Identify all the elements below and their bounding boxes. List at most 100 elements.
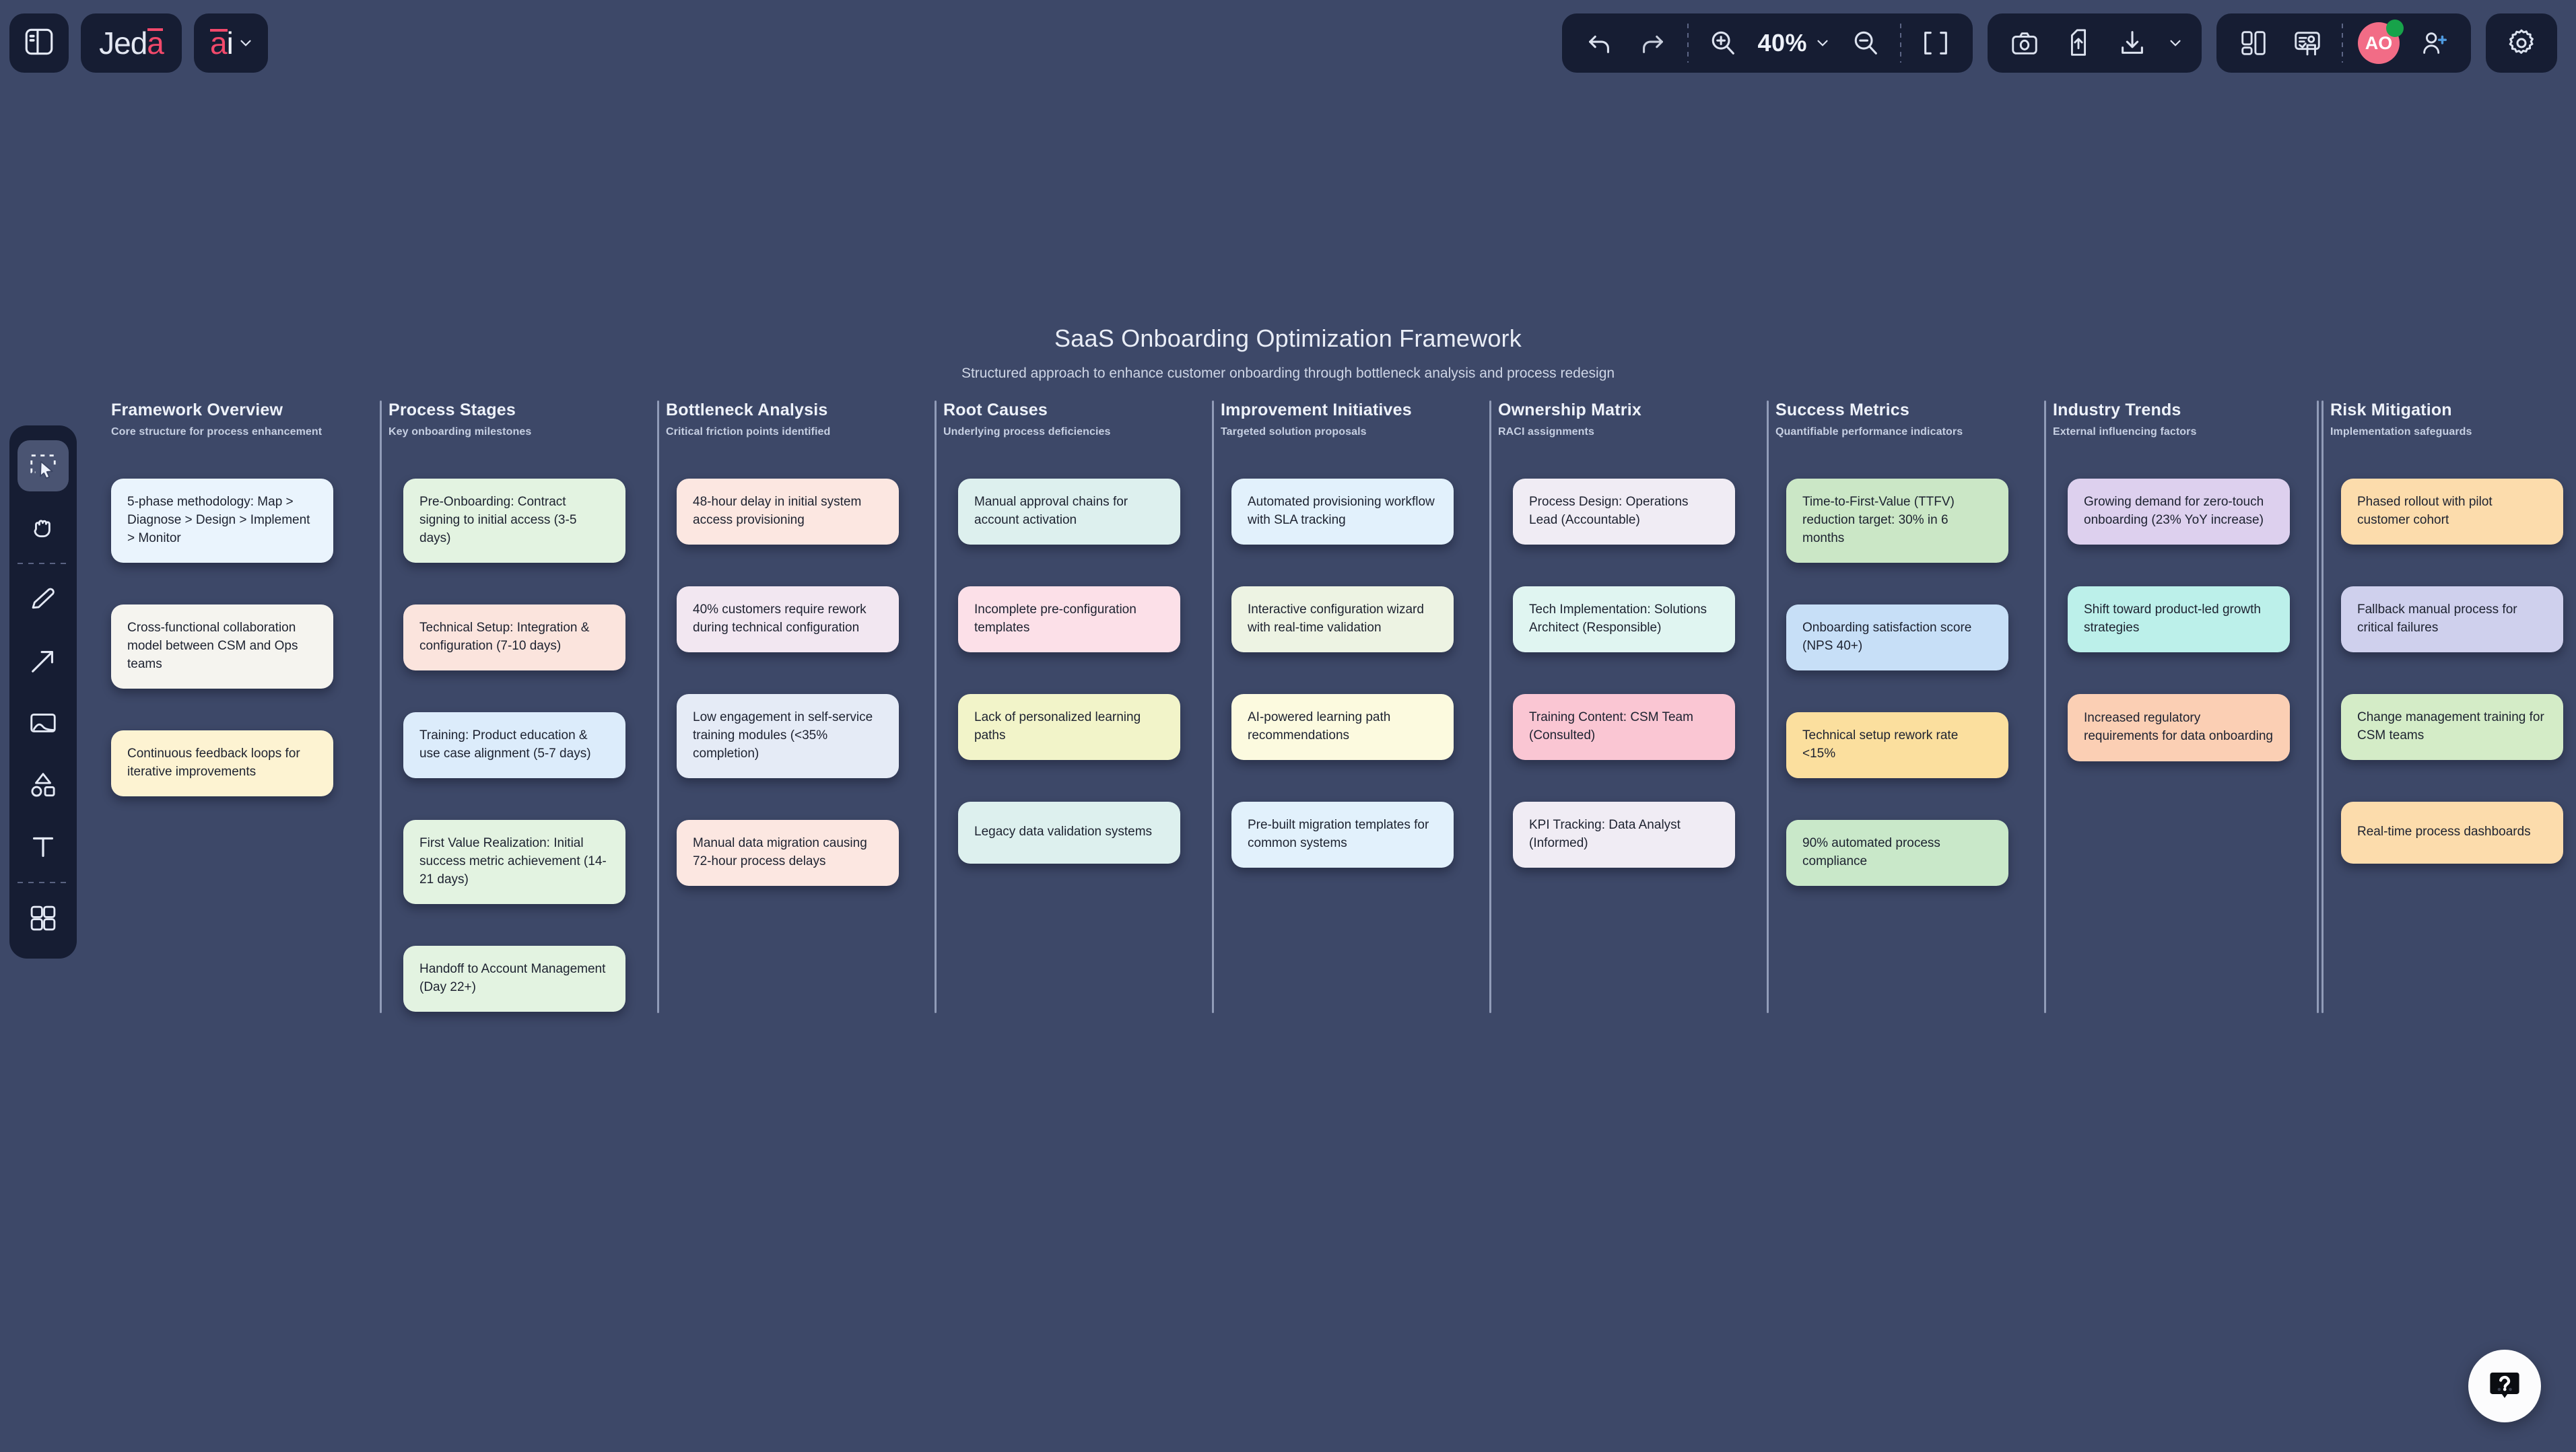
sticky-card[interactable]: Process Design: Operations Lead (Account… bbox=[1513, 479, 1735, 545]
sticky-card-text: Technical setup rework rate <15% bbox=[1802, 728, 1959, 761]
sticky-card[interactable]: AI-powered learning path recommendations bbox=[1231, 693, 1454, 760]
sticky-card[interactable]: Growing demand for zero-touch onboarding… bbox=[2068, 479, 2290, 545]
sticky-card[interactable]: 90% automated process compliance bbox=[1786, 819, 2008, 886]
sticky-card-text: Fallback manual process for critical fai… bbox=[2357, 602, 2517, 635]
text-tool[interactable] bbox=[18, 821, 69, 872]
sticky-card[interactable]: 48-hour delay in initial system access p… bbox=[677, 479, 899, 545]
sticky-card[interactable]: 40% customers require rework during tech… bbox=[677, 586, 899, 652]
sticky-card[interactable]: Real-time process dashboards bbox=[2341, 801, 2563, 864]
sticky-card[interactable]: Legacy data validation systems bbox=[958, 801, 1180, 864]
column-divider bbox=[2044, 401, 2046, 1013]
left-toolbar bbox=[9, 425, 77, 959]
upload-button[interactable] bbox=[2059, 24, 2098, 63]
sticky-card[interactable]: Tech Implementation: Solutions Architect… bbox=[1513, 586, 1735, 652]
sticky-card[interactable]: Time-to-First-Value (TTFV) reduction tar… bbox=[1786, 479, 2008, 563]
sticky-card-text: Manual data migration causing 72-hour pr… bbox=[693, 835, 867, 868]
sticky-card[interactable]: Change management training for CSM teams bbox=[2341, 693, 2563, 760]
undo-button[interactable] bbox=[1580, 24, 1619, 63]
column-subtitle: Underlying process deficiencies bbox=[943, 426, 1111, 438]
sticky-card[interactable]: Training Content: CSM Team (Consulted) bbox=[1513, 693, 1735, 760]
toggle-sidebar-button[interactable] bbox=[9, 13, 69, 73]
chevron-down-icon[interactable] bbox=[2167, 34, 2184, 52]
zoom-in-button[interactable] bbox=[1703, 24, 1742, 63]
sticky-card-text: Pre-Onboarding: Contract signing to init… bbox=[419, 495, 577, 545]
sticky-card[interactable]: Cross-functional collaboration model bet… bbox=[111, 604, 333, 689]
sticky-card[interactable]: Technical setup rework rate <15% bbox=[1786, 712, 2008, 778]
sticky-card[interactable]: Continuous feedback loops for iterative … bbox=[111, 730, 333, 796]
column-subtitle: Critical friction points identified bbox=[666, 426, 831, 438]
layout-button[interactable] bbox=[2234, 24, 2273, 63]
download-button[interactable] bbox=[2113, 24, 2152, 63]
sticky-card-text: Training: Product education & use case a… bbox=[419, 728, 591, 761]
sticky-card[interactable]: Low engagement in self-service training … bbox=[677, 693, 899, 778]
sticky-card-text: 40% customers require rework during tech… bbox=[693, 602, 867, 635]
sticky-card[interactable]: Technical Setup: Integration & configura… bbox=[403, 604, 625, 670]
shapes-tool[interactable] bbox=[18, 759, 69, 810]
column-subtitle: RACI assignments bbox=[1498, 426, 1594, 438]
select-tool[interactable] bbox=[18, 440, 69, 491]
settings-button[interactable] bbox=[2502, 24, 2541, 63]
fit-to-screen-button[interactable] bbox=[1916, 24, 1955, 63]
sticky-card[interactable]: Shift toward product-led growth strategi… bbox=[2068, 586, 2290, 652]
column-divider bbox=[1767, 401, 1769, 1013]
sticky-card[interactable]: Pre-built migration templates for common… bbox=[1231, 801, 1454, 868]
invite-user-button[interactable] bbox=[2414, 24, 2453, 63]
sticky-card-text: KPI Tracking: Data Analyst (Informed) bbox=[1529, 817, 1681, 850]
present-button[interactable] bbox=[2288, 24, 2327, 63]
logo-main: Jed bbox=[99, 26, 147, 61]
avatar[interactable]: AO bbox=[2358, 20, 2404, 64]
sticky-card[interactable]: First Value Realization: Initial success… bbox=[403, 819, 625, 904]
sticky-card[interactable]: Pre-Onboarding: Contract signing to init… bbox=[403, 479, 625, 563]
sticky-card[interactable]: Increased regulatory requirements for da… bbox=[2068, 693, 2290, 761]
toolbar-right-group: 40% bbox=[1562, 13, 2557, 73]
sticky-card-text: AI-powered learning path recommendations bbox=[1248, 710, 1391, 742]
sticky-card[interactable]: Fallback manual process for critical fai… bbox=[2341, 586, 2563, 652]
pencil-tool[interactable] bbox=[18, 574, 69, 625]
redo-button[interactable] bbox=[1633, 24, 1672, 63]
sticky-card[interactable]: Manual data migration causing 72-hour pr… bbox=[677, 819, 899, 886]
sticky-card[interactable]: 5-phase methodology: Map > Diagnose > De… bbox=[111, 479, 333, 563]
sticky-card[interactable]: Manual approval chains for account activ… bbox=[958, 479, 1180, 545]
sticky-card[interactable]: Automated provisioning workflow with SLA… bbox=[1231, 479, 1454, 545]
sticky-card-text: Tech Implementation: Solutions Architect… bbox=[1529, 602, 1707, 635]
sticky-card-text: Increased regulatory requirements for da… bbox=[2084, 710, 2273, 743]
sticky-card[interactable]: Training: Product education & use case a… bbox=[403, 712, 625, 778]
sticky-card[interactable]: Phased rollout with pilot customer cohor… bbox=[2341, 479, 2563, 545]
column-title: Process Stages bbox=[388, 401, 516, 419]
column-title: Improvement Initiatives bbox=[1221, 401, 1412, 419]
toolbar-separator bbox=[18, 563, 69, 564]
zoom-level-select[interactable]: 40% bbox=[1757, 29, 1831, 57]
arrow-tool[interactable] bbox=[18, 635, 69, 687]
sticky-card-text: Growing demand for zero-touch onboarding… bbox=[2084, 495, 2264, 527]
app-logo[interactable]: Jeda bbox=[81, 13, 182, 73]
image-tool[interactable] bbox=[18, 697, 69, 749]
sticky-card[interactable]: KPI Tracking: Data Analyst (Informed) bbox=[1513, 801, 1735, 868]
sticky-card-text: Cross-functional collaboration model bet… bbox=[127, 620, 298, 671]
sticky-card[interactable]: Incomplete pre-configuration templates bbox=[958, 586, 1180, 652]
zoom-out-button[interactable] bbox=[1846, 24, 1885, 63]
sticky-card-text: Onboarding satisfaction score (NPS 40+) bbox=[1802, 620, 1972, 653]
ai-label: ai bbox=[210, 25, 234, 61]
settings-group bbox=[2486, 13, 2557, 73]
templates-tool[interactable] bbox=[18, 893, 69, 944]
column-title: Risk Mitigation bbox=[2330, 401, 2452, 419]
column-divider bbox=[1489, 401, 1491, 1013]
column-cards: Automated provisioning workflow with SLA… bbox=[1214, 479, 1491, 868]
sticky-card[interactable]: Onboarding satisfaction score (NPS 40+) bbox=[1786, 604, 2008, 670]
snapshot-button[interactable] bbox=[2005, 24, 2044, 63]
history-zoom-group: 40% bbox=[1562, 13, 1973, 73]
ai-macron-icon bbox=[210, 29, 228, 32]
hand-tool[interactable] bbox=[18, 502, 69, 553]
help-button[interactable] bbox=[2468, 1350, 2541, 1422]
ai-menu-button[interactable]: ai bbox=[194, 13, 268, 73]
sticky-card[interactable]: Interactive configuration wizard with re… bbox=[1231, 586, 1454, 652]
sticky-card[interactable]: Lack of personalized learning paths bbox=[958, 693, 1180, 760]
sticky-card[interactable]: Handoff to Account Management (Day 22+) bbox=[403, 945, 625, 1012]
